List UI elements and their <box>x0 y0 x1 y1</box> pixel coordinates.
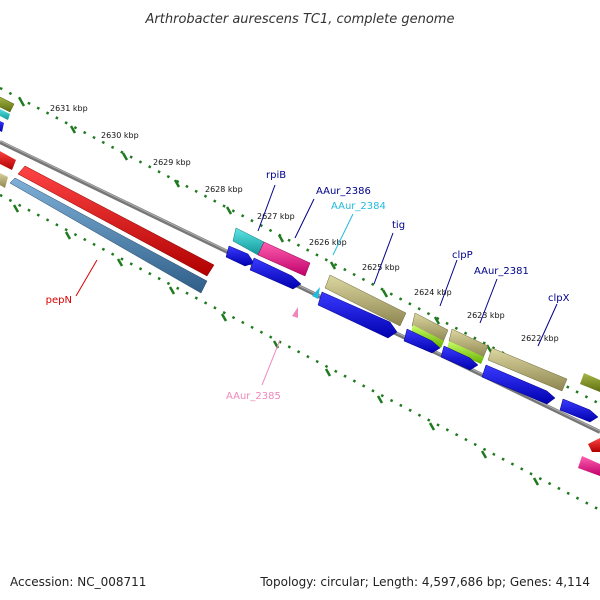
scale-label-2629: 2629 kbp <box>153 158 191 167</box>
feature-clpX[interactable] <box>487 347 568 392</box>
feature-AAur_2385[interactable] <box>292 307 298 318</box>
label-leaders <box>75 184 558 386</box>
gene-label-rpiB: rpiB <box>266 170 286 181</box>
feature-steel-blue[interactable] <box>9 177 208 294</box>
gene-label-clpX: clpX <box>548 293 570 304</box>
gene-label-AAur_2385: AAur_2385 <box>226 391 281 402</box>
scale-label-2631: 2631 kbp <box>50 104 88 113</box>
feature-red-partial[interactable] <box>0 150 16 170</box>
leader-clpP <box>439 259 458 307</box>
scale-track: 2631 kbp 2630 kbp 2629 kbp 2628 kbp 2627… <box>0 86 600 406</box>
feature-blue-6[interactable] <box>481 364 556 405</box>
leader-AAur_2384 <box>332 213 354 256</box>
scale-label-2623: 2623 kbp <box>467 311 505 320</box>
leader-rpiB <box>257 184 276 232</box>
feature-pink-right[interactable] <box>578 456 600 476</box>
map-title: Arthrobacter aurescens TC1, complete gen… <box>145 12 455 27</box>
gene-label-AAur_2381: AAur_2381 <box>474 266 529 277</box>
feature-khaki-partial[interactable] <box>0 172 8 188</box>
gene-label-pepN: pepN <box>46 295 72 306</box>
feature-clpP[interactable] <box>411 325 444 348</box>
feature-blue-2[interactable] <box>249 257 302 290</box>
gene-label-AAur_2384: AAur_2384 <box>331 201 386 212</box>
scale-label-2626: 2626 kbp <box>309 238 347 247</box>
feature-cyan-partial[interactable] <box>0 108 10 120</box>
leader-tig <box>373 232 394 285</box>
scale-label-2622: 2622 kbp <box>521 334 559 343</box>
feature-AAur_2384[interactable] <box>312 287 320 299</box>
feature-red-right[interactable] <box>588 438 600 452</box>
gene-label-clpP: clpP <box>452 250 473 261</box>
feature-olive-right[interactable] <box>580 373 600 392</box>
leader-clpX <box>537 303 558 347</box>
genome-summary-text: Topology: circular; Length: 4,597,686 bp… <box>259 575 590 589</box>
inner-dots <box>0 193 600 512</box>
leader-AAur_2381 <box>479 278 498 324</box>
scale-label-2627: 2627 kbp <box>257 212 295 221</box>
feature-tig[interactable] <box>324 274 407 327</box>
feature-AAur_2386[interactable] <box>257 241 311 277</box>
feature-blue-1[interactable] <box>225 245 255 267</box>
accession-text: Accession: NC_008711 <box>10 575 146 589</box>
feature-blue-partial[interactable] <box>0 120 4 132</box>
feature-blue-4[interactable] <box>403 328 441 354</box>
inner-track <box>0 193 600 512</box>
scale-label-2625: 2625 kbp <box>362 263 400 272</box>
scale-label-2624: 2624 kbp <box>414 288 452 297</box>
scale-label-2630: 2630 kbp <box>101 131 139 140</box>
feature-blue-7[interactable] <box>559 398 599 423</box>
gene-label-AAur_2386: AAur_2386 <box>316 186 371 197</box>
feature-blue-3[interactable] <box>317 291 398 339</box>
gene-label-tig: tig <box>392 220 405 231</box>
leader-AAur_2385 <box>261 339 281 386</box>
leader-AAur_2386 <box>294 198 315 239</box>
feature-olive-partial[interactable] <box>0 96 15 113</box>
feature-blue-5[interactable] <box>440 345 479 371</box>
feature-AAur_2381[interactable] <box>447 341 484 364</box>
leader-pepN <box>75 259 98 297</box>
feature-pepN[interactable] <box>17 165 215 277</box>
scale-label-2628: 2628 kbp <box>205 185 243 194</box>
